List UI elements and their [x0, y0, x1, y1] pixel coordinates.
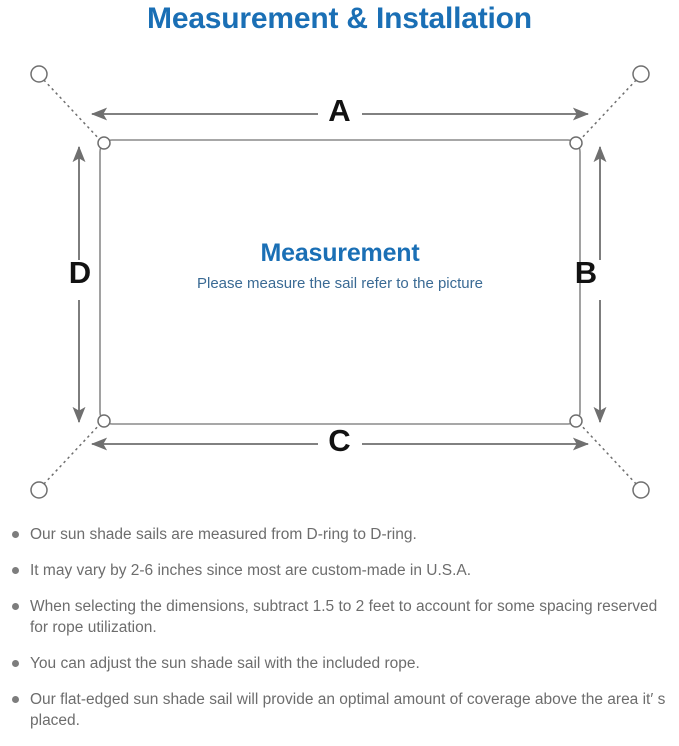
- list-item-text: It may vary by 2-6 inches since most are…: [30, 562, 472, 579]
- list-item-text: Our flat-edged sun shade sail will provi…: [30, 691, 666, 729]
- diagram-canvas: [30, 65, 650, 499]
- list-item-text: You can adjust the sun shade sail with t…: [30, 655, 420, 672]
- sail-caption-subtitle: Please measure the sail refer to the pic…: [197, 275, 483, 292]
- notes-list: Our sun shade sails are measured from D-…: [0, 524, 679, 746]
- bullet-icon: [12, 531, 19, 538]
- rope-top-left: [41, 77, 102, 142]
- d-ring-top-right: [569, 136, 583, 150]
- list-item: You can adjust the sun shade sail with t…: [0, 653, 679, 674]
- anchor-ring-bottom-right: [632, 481, 650, 499]
- bullet-icon: [12, 696, 19, 703]
- rope-bottom-right: [578, 422, 639, 487]
- bullet-icon: [12, 567, 19, 574]
- dimension-label-c: C: [328, 423, 351, 458]
- rope-top-right: [578, 77, 639, 142]
- list-item: Our sun shade sails are measured from D-…: [0, 524, 679, 545]
- d-ring-bottom-right: [569, 414, 583, 428]
- dimension-label-b: B: [574, 255, 598, 290]
- list-item: When selecting the dimensions, subtract …: [0, 596, 679, 638]
- bullet-icon: [12, 603, 19, 610]
- rope-bottom-left: [41, 422, 102, 487]
- list-item-text: Our sun shade sails are measured from D-…: [30, 526, 417, 543]
- sail-caption: Measurement Please measure the sail refe…: [110, 238, 570, 294]
- sail-caption-heading: Measurement: [260, 239, 420, 267]
- dimension-label-d: D: [68, 255, 92, 290]
- d-ring-bottom-left: [97, 414, 111, 428]
- anchor-ring-top-right: [632, 65, 650, 83]
- page-title: Measurement & Installation: [147, 2, 532, 35]
- list-item: It may vary by 2-6 inches since most are…: [0, 560, 679, 581]
- dimension-label-a: A: [328, 93, 351, 128]
- bullet-icon: [12, 660, 19, 667]
- anchor-ring-top-left: [30, 65, 48, 83]
- list-item: Our flat-edged sun shade sail will provi…: [0, 689, 679, 731]
- anchor-ring-bottom-left: [30, 481, 48, 499]
- d-ring-top-left: [97, 136, 111, 150]
- measurement-diagram: A B C D Measurement Please measure the s…: [0, 48, 679, 518]
- list-item-text: When selecting the dimensions, subtract …: [30, 598, 658, 636]
- sail-body: [99, 139, 581, 425]
